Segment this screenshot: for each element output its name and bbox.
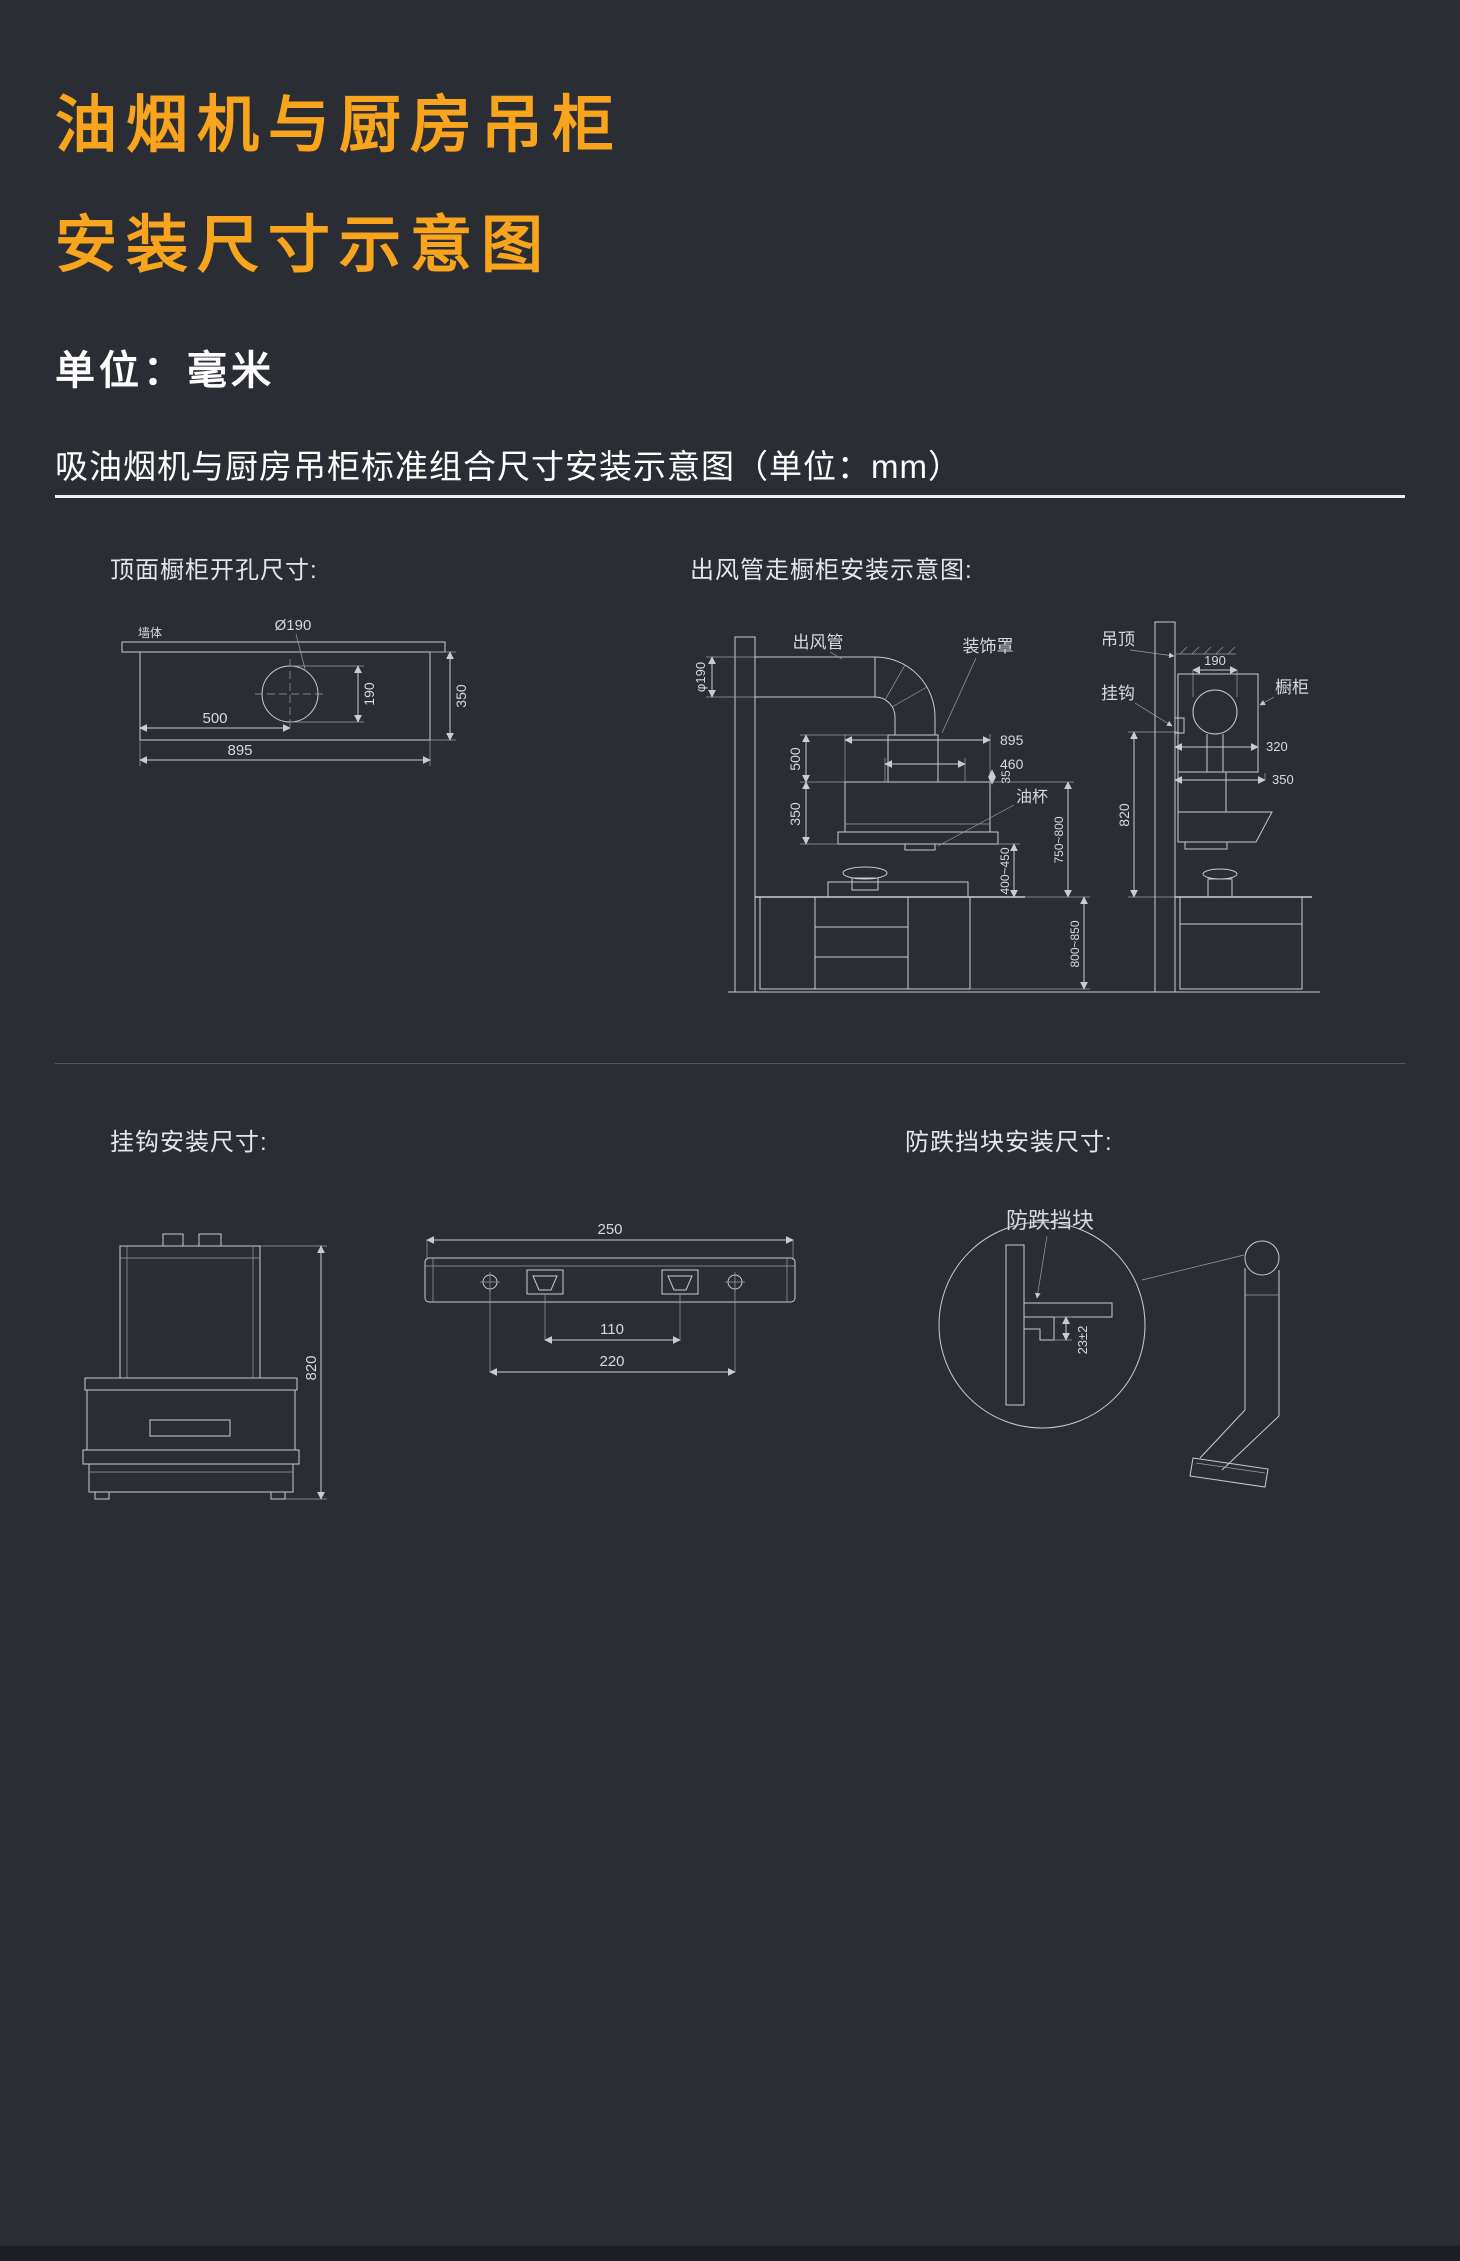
cabinet-label: 橱柜: [1275, 678, 1309, 697]
hood-chimney-side: [1177, 771, 1227, 813]
dim-500: 500: [202, 710, 227, 727]
dim-190-gap: 190: [1204, 653, 1226, 668]
duct-elbow-inner: [874, 696, 896, 718]
dim-460: 460: [1000, 756, 1024, 772]
antifall-block: [1023, 1316, 1055, 1341]
foot: [94, 1491, 110, 1500]
dim-350-right: 350: [1272, 772, 1294, 787]
hook-plate-view: [424, 1236, 796, 1376]
antifall-drawing: 防跌挡块 23±2: [938, 1208, 1280, 1488]
dim-350: 350: [453, 684, 469, 708]
hood-canopy-side: [1177, 811, 1273, 843]
oil-cup-label: 油杯: [1016, 788, 1048, 806]
dim-800-850: 800~850: [1068, 920, 1082, 967]
dim-190: 190: [361, 682, 377, 706]
dim-110: 110: [600, 1321, 624, 1338]
hood-chimney: [119, 1245, 261, 1379]
cutout-geometry: [121, 633, 456, 766]
mounting-tab: [198, 1233, 222, 1247]
hood-front-view: [82, 1233, 327, 1500]
hood-bottom-panel: [837, 831, 999, 845]
dim-35: 35: [999, 770, 1013, 784]
ceiling-label: 吊顶: [1101, 630, 1135, 649]
wall-label: 墙体: [138, 626, 162, 640]
duct-diameter-label: φ190: [693, 662, 708, 692]
hood-body: [844, 781, 991, 833]
base-cabinet-side: [1179, 896, 1303, 990]
wok-pan: [842, 866, 888, 880]
duct-label: 出风管: [793, 633, 844, 652]
bottom-band: [0, 2246, 1460, 2261]
dim-750-800: 750~800: [1052, 816, 1066, 863]
ceiling-line: [1176, 646, 1236, 655]
dim-820: 820: [303, 1355, 320, 1380]
cabinet-bottom-board: [1023, 1302, 1113, 1318]
duct-horizontal: [754, 656, 876, 698]
unit-label: 单位：毫米: [55, 349, 275, 393]
subtitle: 吸油烟机与厨房吊柜标准组合尺寸安装示意图（单位：mm）: [55, 448, 962, 485]
dim-250: 250: [597, 1221, 622, 1238]
hook-label: 挂钩: [1101, 684, 1135, 703]
foot: [270, 1491, 286, 1500]
wall-section: [121, 641, 446, 653]
oil-cup-tray: [904, 843, 936, 851]
page-title-line1: 油烟机与厨房吊柜: [55, 91, 624, 160]
detail-callout: [938, 1221, 1146, 1429]
hook-bracket: [1174, 717, 1185, 734]
page-title-line2: 安装尺寸示意图: [55, 211, 553, 280]
dim-500: 500: [787, 747, 803, 771]
hood-glass-band: [82, 1449, 300, 1465]
dim-820: 820: [1116, 803, 1132, 827]
control-panel: [149, 1419, 231, 1437]
duct-hole-side: [1192, 689, 1238, 735]
dim-895: 895: [1000, 732, 1024, 748]
hood-top-band: [84, 1377, 298, 1391]
wall-left: [734, 636, 756, 993]
wall-right: [1154, 621, 1176, 993]
detail-circle: [938, 1221, 1146, 1429]
dim-320: 320: [1266, 739, 1288, 754]
antifall-block-label: 防跌挡块: [1006, 1208, 1094, 1233]
dim-895: 895: [227, 742, 252, 759]
hood-lower-body: [88, 1463, 294, 1493]
heading-duct: 出风管走橱柜安装示意图:: [690, 557, 973, 584]
duct-elbow-outer: [874, 656, 936, 718]
heading-antifall: 防跌挡块安装尺寸:: [905, 1129, 1113, 1156]
mounting-tab: [162, 1233, 184, 1247]
hook-plate: [424, 1257, 796, 1303]
cover-label: 装饰罩: [963, 637, 1014, 656]
subtitle-underline: [55, 495, 1405, 498]
wall-cabinet: [1177, 673, 1259, 773]
left-elevation: [706, 636, 1320, 993]
duct-collar: [1244, 1240, 1280, 1276]
wall-section: [1005, 1244, 1025, 1406]
hook-drawing: 820 250 110 220: [82, 1221, 796, 1500]
hood-side-profile: [1141, 1240, 1280, 1488]
oil-tray-side: [1189, 1457, 1269, 1488]
dim-400-450: 400~450: [998, 847, 1012, 894]
heading-cutout: 顶面橱柜开孔尺寸:: [110, 557, 318, 584]
dim-350-left: 350: [787, 802, 803, 826]
duct-drawing: φ190 出风管 装饰罩 吊顶 挂钩 橱柜 油杯 190 895 460 35 …: [693, 621, 1320, 993]
right-side-view: [1154, 621, 1312, 993]
heading-hook: 挂钩安装尺寸:: [110, 1129, 268, 1156]
dim-gap: 23±2: [1075, 1326, 1090, 1355]
section-divider: [55, 1063, 1405, 1064]
decorative-cover: [887, 734, 939, 783]
cutout-drawing: 墙体 Ø190 500 895 190 350: [121, 617, 469, 766]
cabinet-panel: [139, 651, 431, 741]
base-cabinet: [759, 896, 971, 990]
hole-diameter-label: Ø190: [275, 617, 312, 634]
cooktop: [827, 881, 969, 898]
dim-220: 220: [599, 1353, 624, 1370]
